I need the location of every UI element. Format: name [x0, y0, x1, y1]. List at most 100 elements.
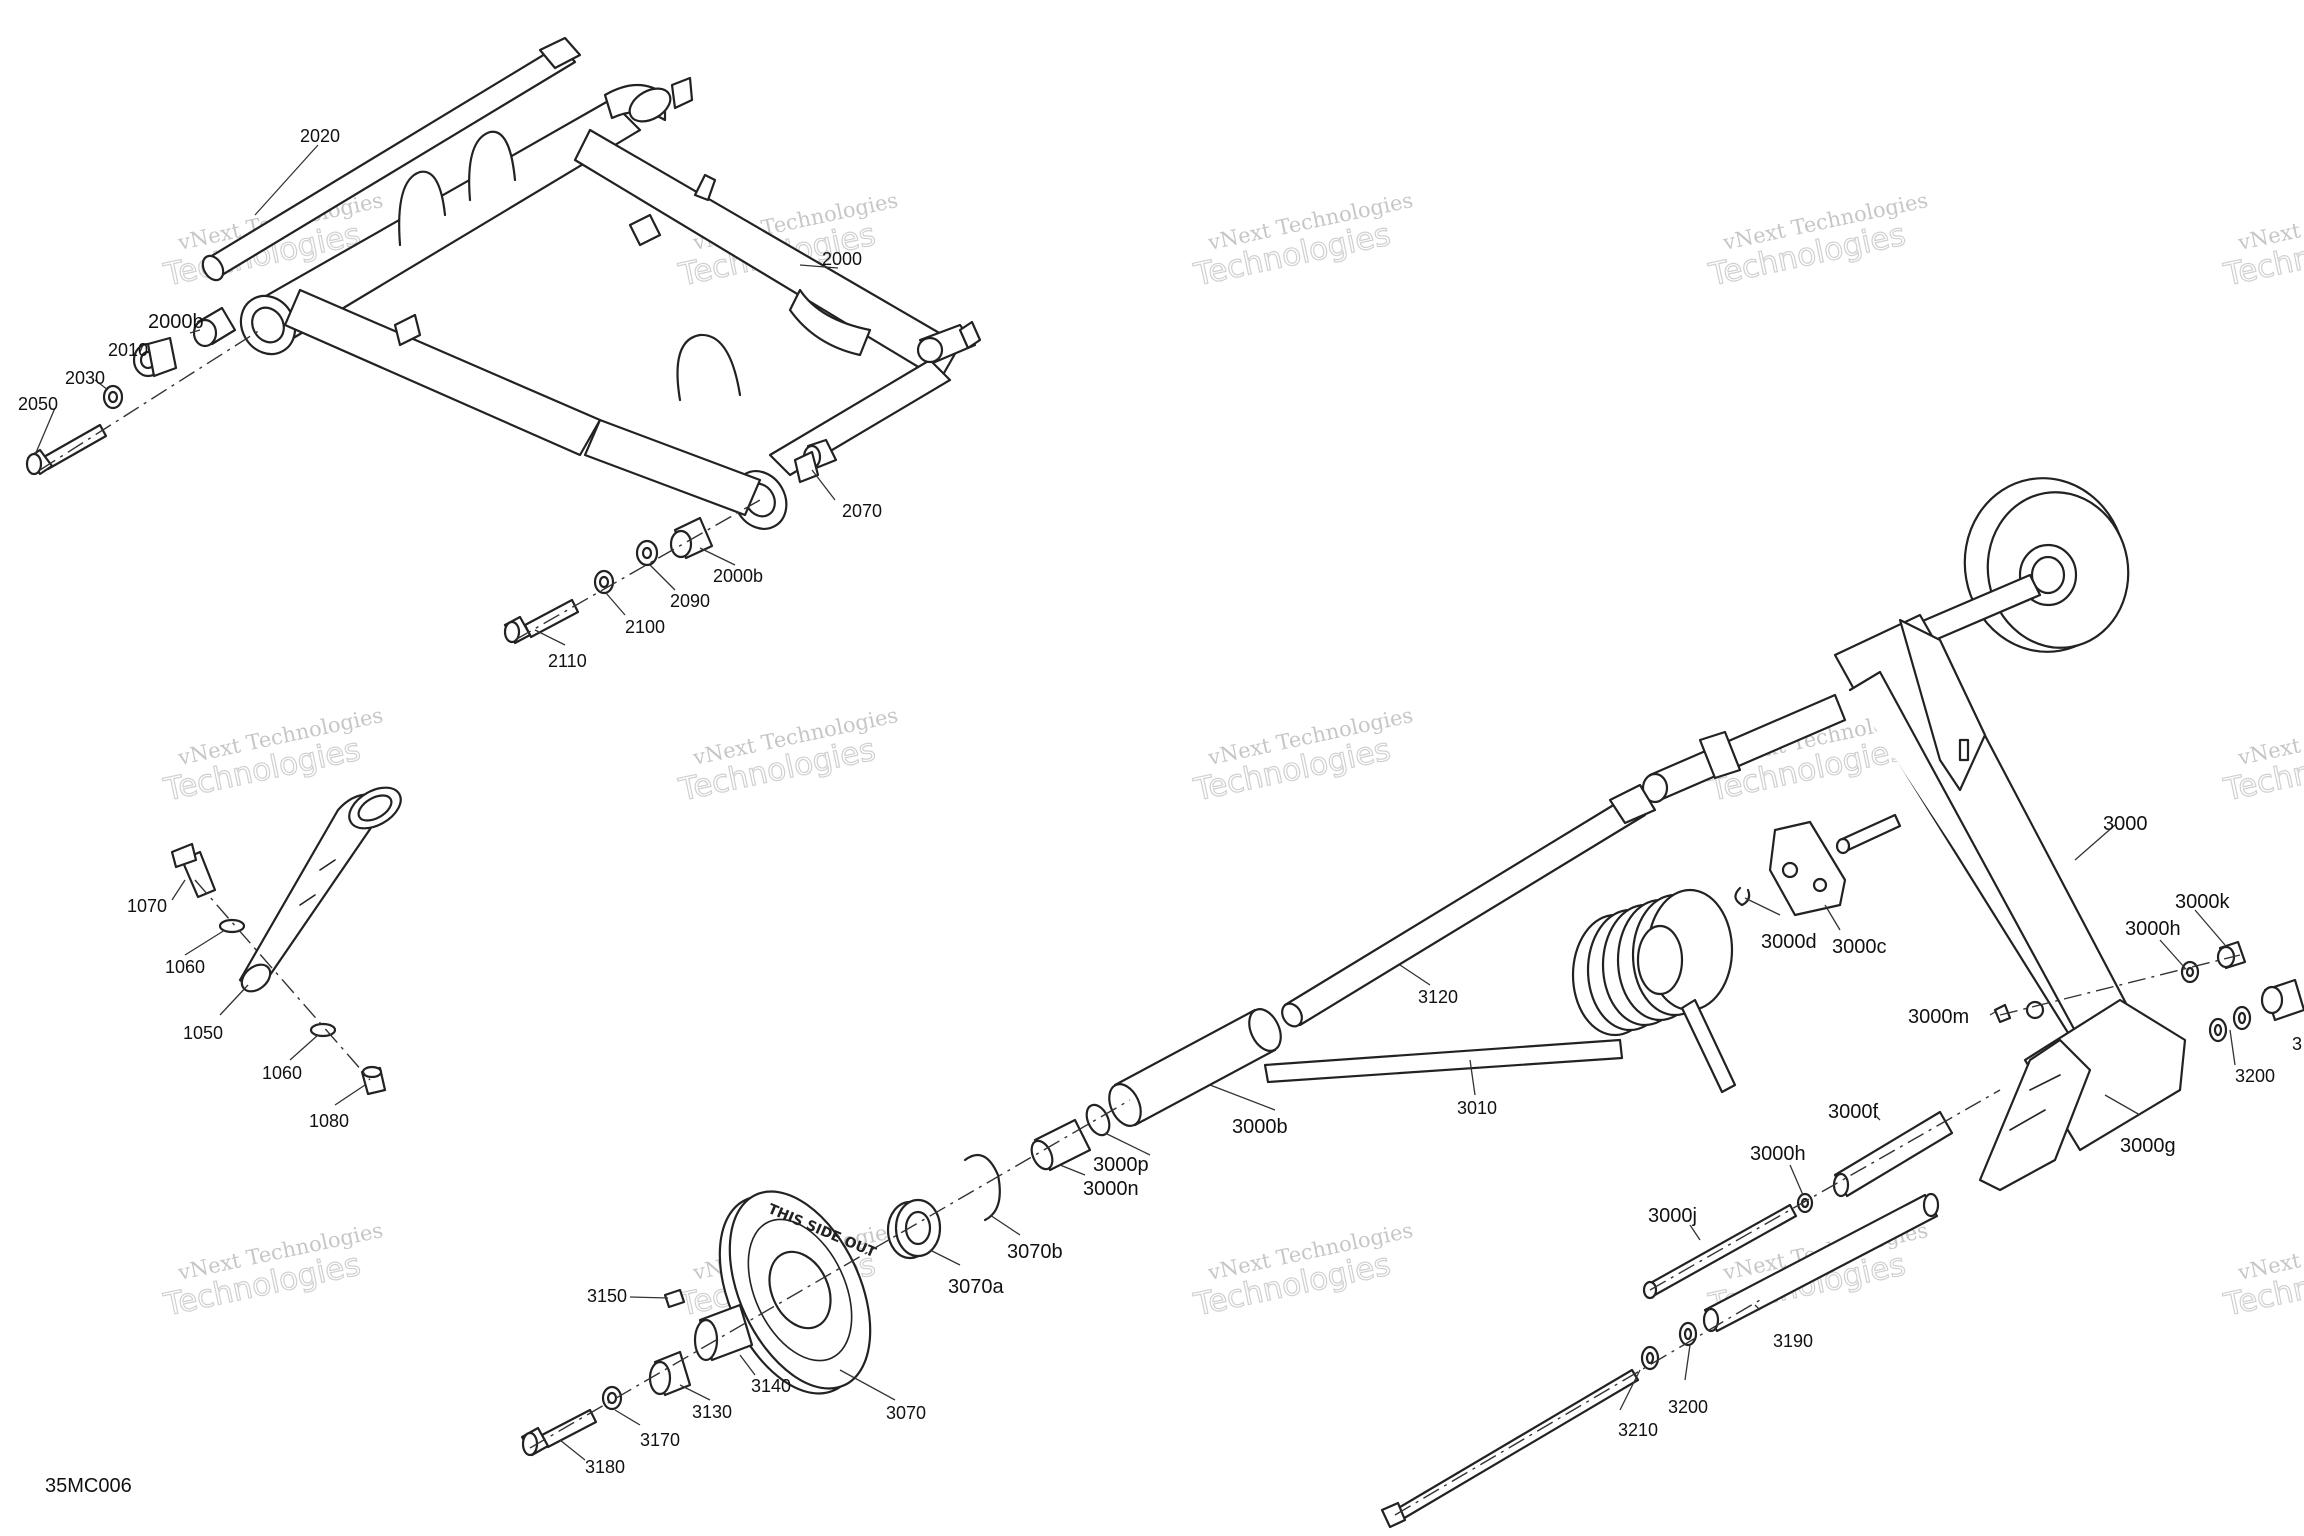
- figure-code: 35MC006: [45, 1475, 132, 1497]
- washer-2100: [593, 569, 615, 595]
- tube-3190: [1702, 1192, 1940, 1333]
- washer-3200-b2: [1640, 1345, 1660, 1371]
- callout-2020: 2020: [300, 126, 340, 146]
- watermark: vNext Technologies Technologies: [1190, 1218, 1415, 1324]
- callout-2000: 2000: [822, 249, 862, 269]
- circlip-3070b: [963, 1153, 1001, 1222]
- callout-3180: 3180: [585, 1457, 625, 1477]
- callouts: 2020 2000 2000b 2010 2030 2050 2070 2000…: [18, 126, 2302, 1497]
- callout-3010: 3010: [1457, 1098, 1497, 1118]
- callout-3000h-b: 3000h: [1750, 1143, 1806, 1165]
- watermark: vNext Technologies Technologies: [2220, 188, 2304, 294]
- washer-2030: [102, 384, 124, 410]
- nut-2070: [793, 438, 838, 484]
- bolt-3210: [1380, 1368, 1640, 1529]
- bolt-2050: [25, 423, 108, 476]
- watermark: vNext Technologies Technologies: [2220, 1218, 2304, 1324]
- washer-3000h-a: [2180, 960, 2200, 984]
- axis-line: [194, 879, 371, 1081]
- washer-1060-a: [218, 918, 246, 934]
- axis-line: [39, 329, 261, 471]
- watermark: vNext Technologies Technologies: [2220, 703, 2304, 809]
- callout-3150: 3150: [587, 1286, 627, 1306]
- leader-lines: [34, 144, 2236, 1461]
- bushing-2000b-top: [192, 306, 237, 348]
- watermark: vNext Technologies Technologies: [1705, 188, 1930, 294]
- nut-cut-3: [2260, 978, 2304, 1022]
- callout-1060-a: 1060: [165, 957, 205, 977]
- callout-2000b-top: 2000b: [148, 311, 204, 333]
- bushing-2000b-mid: [669, 516, 714, 560]
- bolt-1070: [170, 842, 217, 899]
- callout-3000k: 3000k: [2175, 891, 2230, 913]
- arm-frame-2000: [239, 76, 982, 530]
- wheel-3070: THIS SIDE OUT: [718, 1190, 879, 1395]
- callout-3210: 3210: [1618, 1420, 1658, 1440]
- bushing-3130: [648, 1350, 692, 1397]
- callout-3000p: 3000p: [1093, 1154, 1149, 1176]
- axis-line: [1649, 1089, 2001, 1291]
- watermark: vNext Technologies Technologies: [160, 703, 385, 809]
- callout-3120: 3120: [1418, 987, 1458, 1007]
- callout-1050: 1050: [183, 1023, 223, 1043]
- washer-1060-b: [309, 1022, 337, 1038]
- tube-3000b: [1108, 1008, 1282, 1127]
- link-1050: [238, 786, 402, 993]
- callout-2030: 2030: [65, 368, 105, 388]
- callout-3-cut: 3: [2292, 1034, 2302, 1054]
- callout-2090: 2090: [670, 591, 710, 611]
- torsion-spring-3010: [1263, 888, 1737, 1094]
- nut-3000k: [2216, 940, 2247, 970]
- axis-line: [1394, 1299, 1761, 1516]
- callout-3140: 3140: [751, 1376, 791, 1396]
- callout-2100: 2100: [625, 617, 665, 637]
- washer-3000h-b: [1796, 1192, 1814, 1214]
- pin-3000m: [1993, 1003, 2012, 1024]
- bolt-3180: [520, 1408, 598, 1457]
- callout-3000b: 3000b: [1232, 1116, 1288, 1138]
- axis-line: [529, 1099, 1131, 1449]
- ring-3000p: [1085, 1103, 1111, 1137]
- callout-3200-a: 3200: [2235, 1066, 2275, 1086]
- callout-3070: 3070: [886, 1403, 926, 1423]
- callout-3070a: 3070a: [948, 1276, 1004, 1298]
- callout-3190: 3190: [1773, 1331, 1813, 1351]
- flange-bushing-2010: [132, 336, 178, 378]
- callout-3170: 3170: [640, 1430, 680, 1450]
- washer-3200-a: [2232, 1005, 2252, 1031]
- callout-3000j: 3000j: [1648, 1205, 1697, 1227]
- shaft-2020: [201, 36, 582, 282]
- nut-1080: [360, 1065, 387, 1096]
- washer-2090: [635, 539, 659, 567]
- callout-3000c: 3000c: [1832, 936, 1887, 958]
- pin: [1835, 813, 1902, 855]
- callout-2000b-mid: 2000b: [713, 566, 763, 586]
- bearing-3070a: [886, 1198, 942, 1260]
- rear-arm-3000: [1641, 613, 2187, 1192]
- callout-2110: 2110: [548, 651, 587, 671]
- callout-3200-b: 3200: [1668, 1397, 1708, 1417]
- washer-3200-a2: [2208, 1017, 2228, 1043]
- screw-3150: [663, 1288, 686, 1309]
- shaft-3120: [1281, 783, 1657, 1028]
- front-arm-group: [25, 36, 982, 645]
- idler-wheel-top: [1888, 477, 2130, 657]
- watermark: vNext Technologies Technologies: [160, 1218, 385, 1324]
- axis-line: [1999, 954, 2241, 1016]
- tube-3000f: [1832, 1110, 1954, 1198]
- rear-arm-group: THIS SIDE OUT: [520, 477, 2304, 1529]
- callout-1070: 1070: [127, 896, 167, 916]
- callout-3000h-a: 3000h: [2125, 918, 2181, 940]
- callout-2010: 2010: [108, 340, 148, 360]
- watermark: vNext Technologies Technologies: [675, 703, 900, 809]
- callout-3000d: 3000d: [1761, 931, 1817, 953]
- link-group: [170, 786, 402, 1096]
- callout-2070: 2070: [842, 501, 882, 521]
- callout-3130: 3130: [692, 1402, 732, 1422]
- callout-1080: 1080: [309, 1111, 349, 1131]
- callout-3000g: 3000g: [2120, 1135, 2176, 1157]
- callout-3000f: 3000f: [1828, 1101, 1878, 1123]
- watermark: vNext Technologies Technologies: [1190, 188, 1415, 294]
- callout-3000n: 3000n: [1083, 1178, 1139, 1200]
- callout-3000: 3000: [2103, 813, 2148, 835]
